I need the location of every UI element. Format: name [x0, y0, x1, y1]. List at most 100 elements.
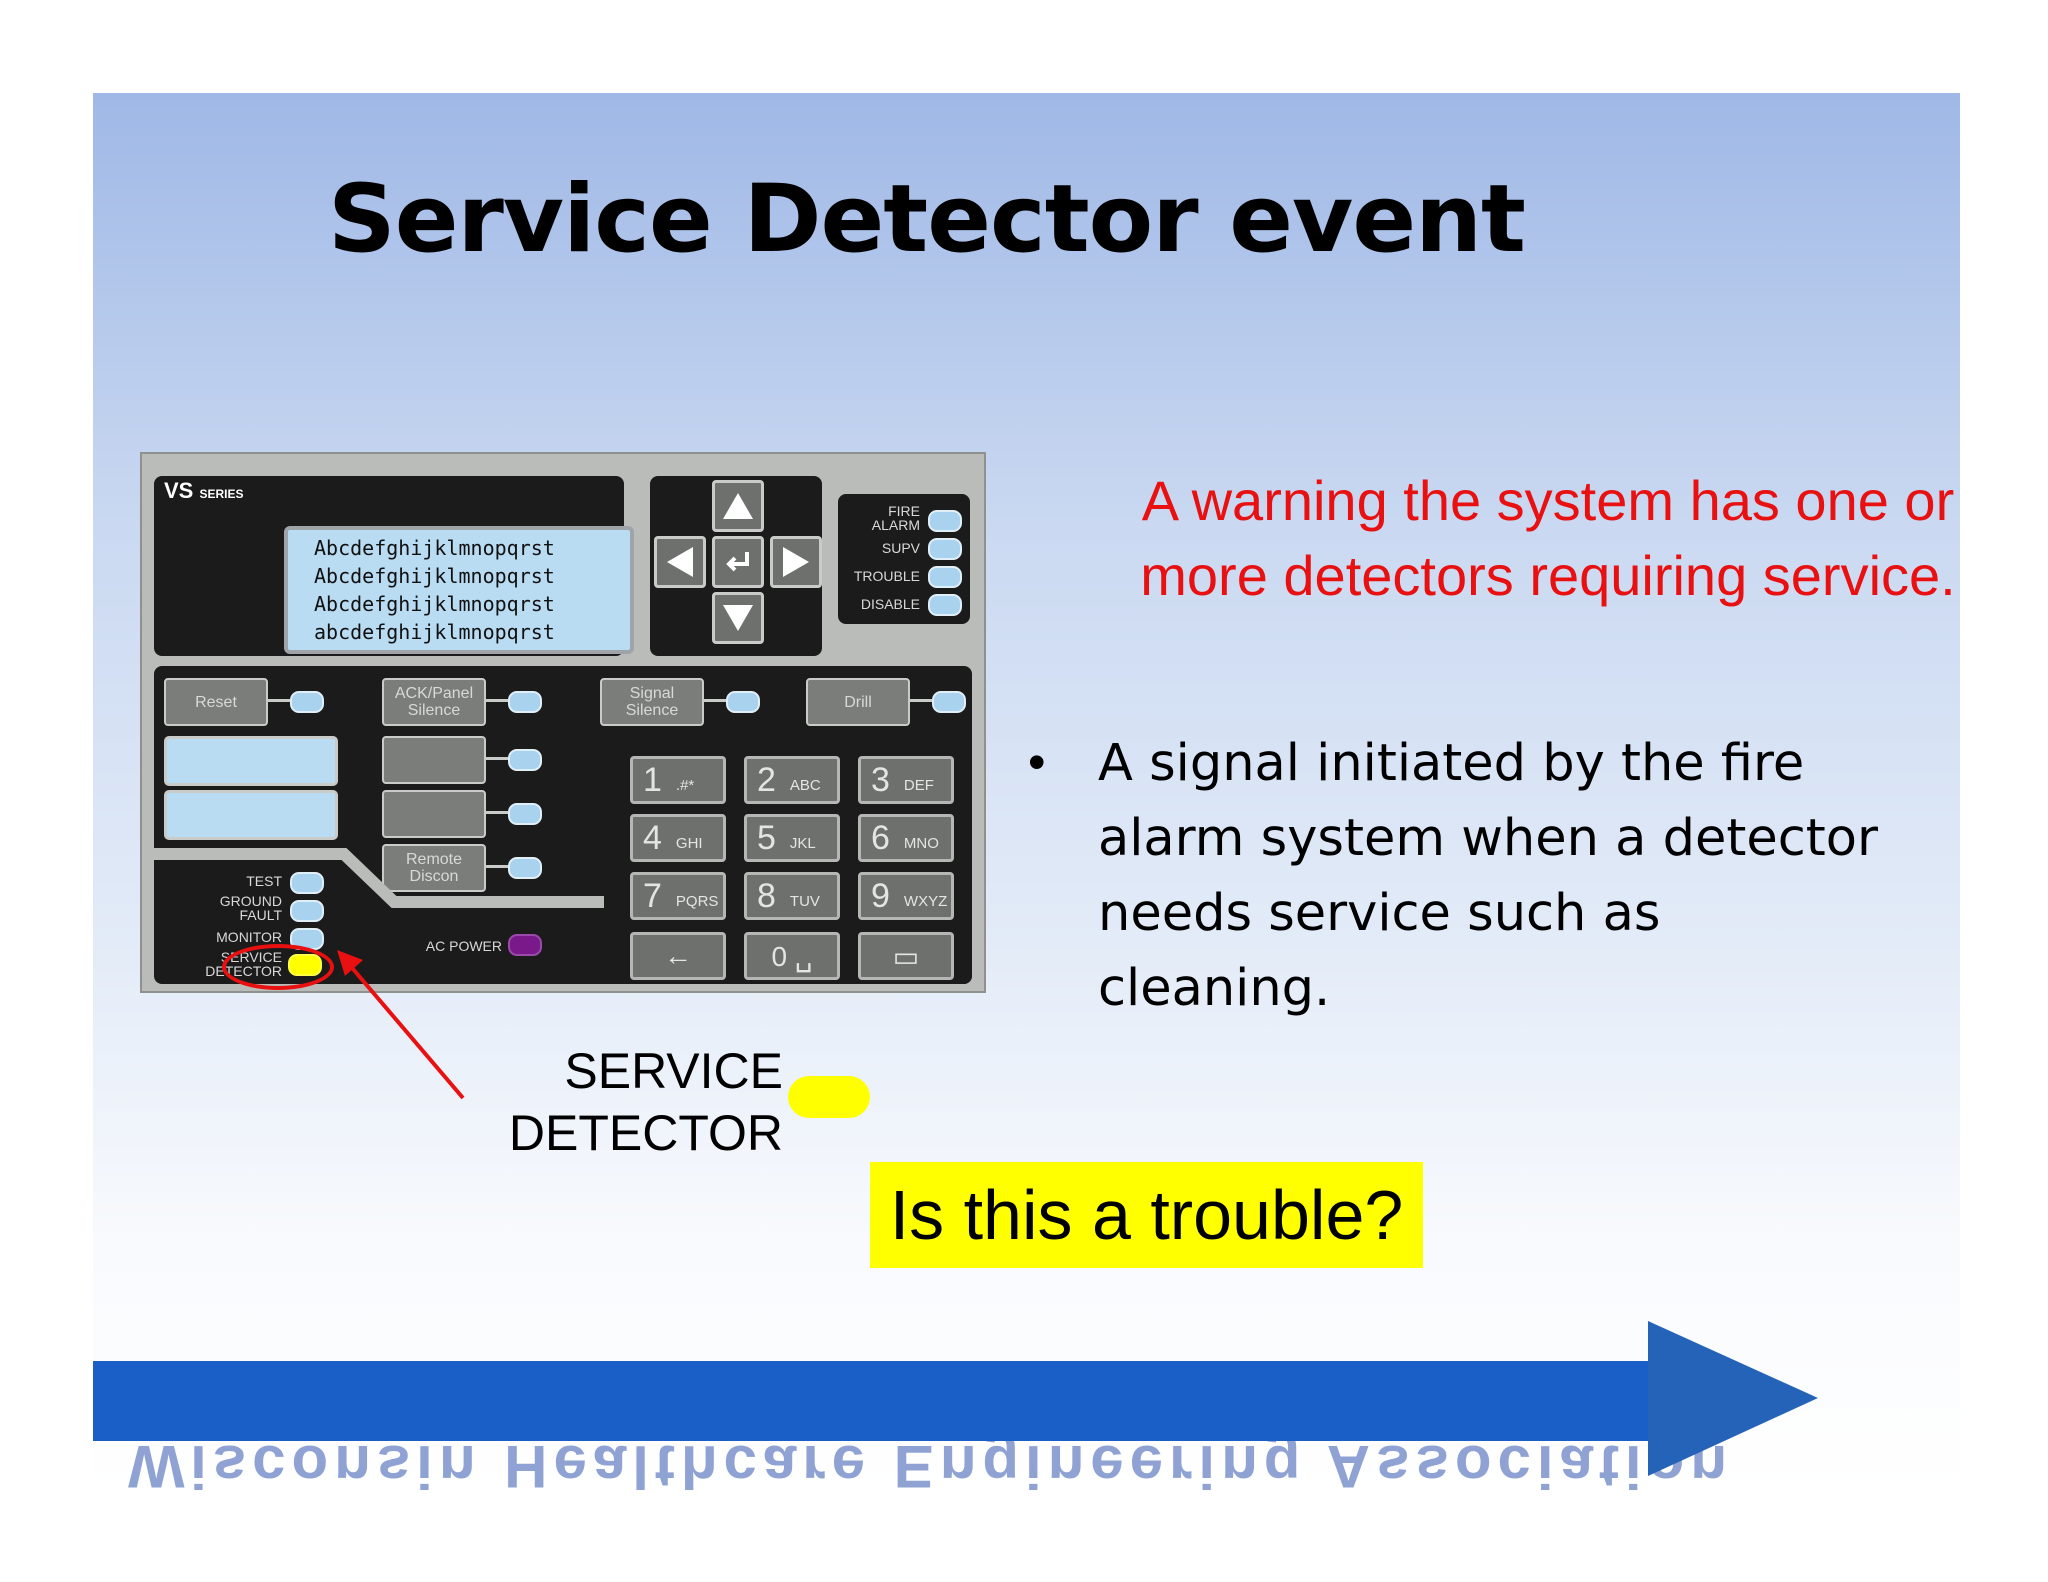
test-label: TEST — [246, 873, 282, 889]
warning-text: A warning the system has one or more det… — [1140, 469, 1956, 607]
keypad-letters: TUV — [789, 892, 820, 910]
signal-silence-button: Signal Silence — [600, 678, 704, 726]
remote-discon-button: Remote Discon — [382, 844, 486, 892]
signal-silence-led — [726, 691, 760, 713]
keypad-letters: DEF — [903, 776, 934, 794]
keypad-letters: WXYZ — [903, 892, 948, 910]
enter-icon — [726, 552, 749, 572]
fire-alarm-led — [928, 510, 962, 532]
keypad-key: 6 MNO — [858, 814, 954, 862]
blank-label-2 — [164, 790, 338, 840]
remote-discon-led — [508, 857, 542, 879]
reset-button: Reset — [164, 678, 268, 726]
service-label-line1: SERVICE — [564, 1043, 783, 1099]
keypad-digit: 3 — [871, 760, 890, 799]
ground-fault-label: GROUND FAULT — [219, 893, 282, 923]
fire-alarm-panel-image: VS SERIES Abcdefghijklmnopqrst Abcdefghi… — [140, 452, 986, 993]
keypad-digit: 5 — [757, 818, 776, 857]
keypad-bottom-key: ← — [630, 932, 726, 980]
trouble-led — [928, 566, 962, 588]
fire-alarm-label: FIRE ALARM — [871, 503, 920, 533]
connector — [266, 699, 290, 702]
keypad-letters: MNO — [903, 834, 939, 852]
keypad-key: 7 PQRS — [630, 872, 726, 920]
trouble-label: TROUBLE — [853, 568, 920, 584]
keypad-letters: .#* — [675, 776, 695, 794]
disable-led — [928, 594, 962, 616]
pointer-arrow — [337, 950, 465, 1100]
lcd-line: Abcdefghijklmnopqrst — [314, 564, 555, 588]
service-detector-highlight-circle — [222, 944, 334, 990]
keypad-digit: 6 — [871, 818, 890, 857]
service-label-line2: DETECTOR — [508, 1105, 783, 1161]
ack-led — [508, 691, 542, 713]
keypad-digit: 9 — [871, 876, 890, 915]
keypad-digit: 8 — [757, 876, 776, 915]
blue-arrow — [93, 1321, 1818, 1476]
keypad-digit: 4 — [643, 818, 662, 857]
service-detector-label: SERVICE DETECTOR — [393, 1040, 783, 1164]
reset-led — [290, 691, 324, 713]
keypad-key: 3 DEF — [858, 756, 954, 804]
brand-logo: VS SERIES — [164, 478, 244, 504]
blank-button-2 — [382, 790, 486, 838]
connector — [484, 811, 508, 814]
monitor-label: MONITOR — [216, 929, 282, 945]
drill-button: Drill — [806, 678, 910, 726]
bullet-text: A signal initiated by the fire alarm sys… — [1098, 734, 1878, 1018]
left-arrow-icon — [667, 547, 693, 577]
ac-power-label: AC POWER — [425, 938, 502, 954]
drill-led — [932, 691, 966, 713]
supv-led — [928, 538, 962, 560]
blank-led-1 — [508, 749, 542, 771]
connector — [484, 757, 508, 760]
down-arrow-key — [712, 592, 764, 644]
up-arrow-icon — [723, 493, 753, 519]
keypad-bottom-key: ▭ — [858, 932, 954, 980]
blank-button-1 — [382, 736, 486, 784]
left-arrow-key — [654, 536, 706, 588]
ac-power-led — [508, 934, 542, 956]
down-arrow-icon — [723, 605, 753, 631]
keypad-letters: GHI — [675, 834, 703, 852]
enter-key — [712, 536, 764, 588]
brand-series: SERIES — [199, 487, 244, 501]
lcd-line: Abcdefghijklmnopqrst — [314, 592, 555, 616]
service-detector-led-enlarged — [788, 1076, 870, 1118]
keypad-digit: 2 — [757, 760, 776, 799]
question-box: Is this a trouble? — [870, 1162, 1423, 1268]
right-arrow-key — [770, 536, 822, 588]
keypad-digit: 1 — [643, 760, 662, 799]
keypad-letters: ABC — [789, 776, 821, 794]
ground-fault-led — [290, 900, 324, 922]
keypad-key: 9 WXYZ — [858, 872, 954, 920]
keypad-key: 4 GHI — [630, 814, 726, 862]
blank-led-2 — [508, 803, 542, 825]
keypad-letters: JKL — [789, 834, 816, 852]
slide: Service Detector event VS SERIES Abcdefg… — [93, 93, 1960, 1492]
test-led — [290, 872, 324, 894]
keypad-key: 8 TUV — [744, 872, 840, 920]
right-arrow-icon — [783, 547, 809, 577]
lcd-line: Abcdefghijklmnopqrst — [314, 536, 555, 560]
bullet-marker: • — [1028, 734, 1046, 790]
keypad-key: 1 .#* — [630, 756, 726, 804]
lcd-display: Abcdefghijklmnopqrst Abcdefghijklmnopqrs… — [284, 526, 634, 654]
ack-button: ACK/Panel Silence — [382, 678, 486, 726]
connector — [908, 699, 932, 702]
blank-label-1 — [164, 736, 338, 786]
brand-name: VS — [164, 478, 194, 503]
connector — [702, 699, 726, 702]
connector — [484, 699, 508, 702]
keypad-bottom-key: 0 ␣ — [744, 932, 840, 980]
keypad-digit: 7 — [643, 876, 662, 915]
lcd-line: abcdefghijklmnopqrst — [314, 620, 555, 644]
connector — [484, 865, 508, 868]
keypad-letters: PQRS — [675, 892, 719, 910]
keypad-key: 5 JKL — [744, 814, 840, 862]
keypad-key: 2 ABC — [744, 756, 840, 804]
disable-label: DISABLE — [860, 596, 920, 612]
up-arrow-key — [712, 480, 764, 532]
supv-label: SUPV — [881, 540, 920, 556]
slide-title: Service Detector event — [328, 165, 1526, 274]
